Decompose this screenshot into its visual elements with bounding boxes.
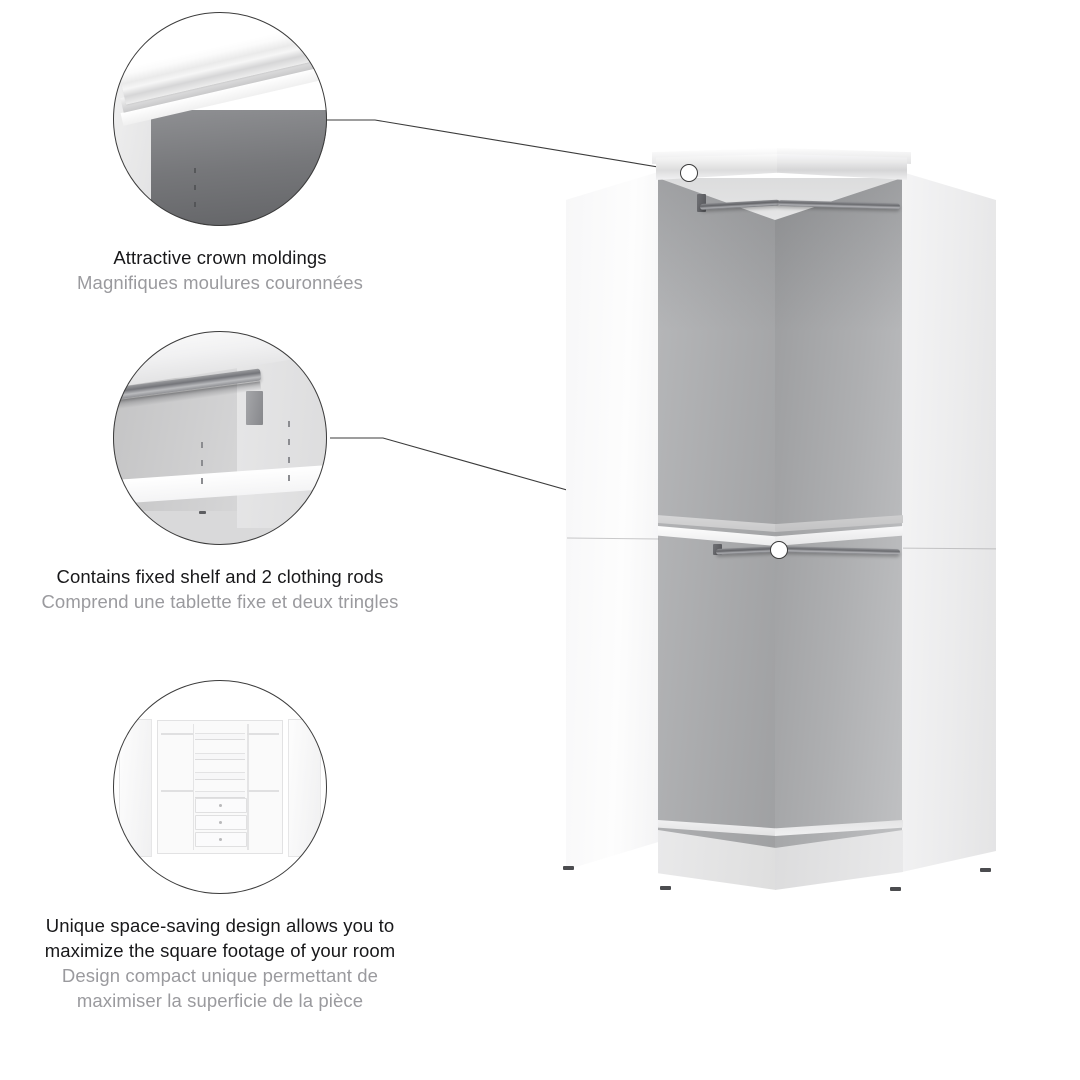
anchor-dot-shelf (770, 541, 788, 559)
feature-caption-en: Unique space-saving design allows you to… (44, 915, 396, 961)
foot-corner-right (890, 887, 901, 891)
crown-molding-right (777, 154, 907, 180)
foot-corner-left (660, 886, 671, 890)
product-corner-wardrobe (530, 130, 1030, 920)
right-side-panel (902, 172, 996, 872)
anchor-dot-crown (680, 164, 698, 182)
feature-caption-fr: Magnifiques moulures couronnées (77, 272, 363, 293)
feature-caption-en: Contains fixed shelf and 2 clothing rods (56, 566, 384, 587)
foot-front-right (980, 868, 991, 872)
feature-crown-moldings: Attractive crown moldings Magnifiques mo… (0, 12, 440, 295)
feature-caption-fr: Design compact unique permettant de maxi… (61, 965, 379, 1011)
feature-caption-en: Attractive crown moldings (113, 247, 327, 268)
detail-circle-full-closet (113, 680, 327, 894)
feature-shelf-and-rods: Contains fixed shelf and 2 clothing rods… (0, 331, 440, 614)
detail-circle-clothing-rod (113, 331, 327, 545)
feature-space-saving-design: Unique space-saving design allows you to… (0, 680, 440, 1013)
detail-circle-crown-molding (113, 12, 327, 226)
foot-front-left (563, 866, 574, 870)
crown-molding-left (656, 154, 778, 180)
left-side-panel (566, 172, 658, 870)
feature-caption-fr: Comprend une tablette fixe et deux tring… (41, 591, 399, 612)
